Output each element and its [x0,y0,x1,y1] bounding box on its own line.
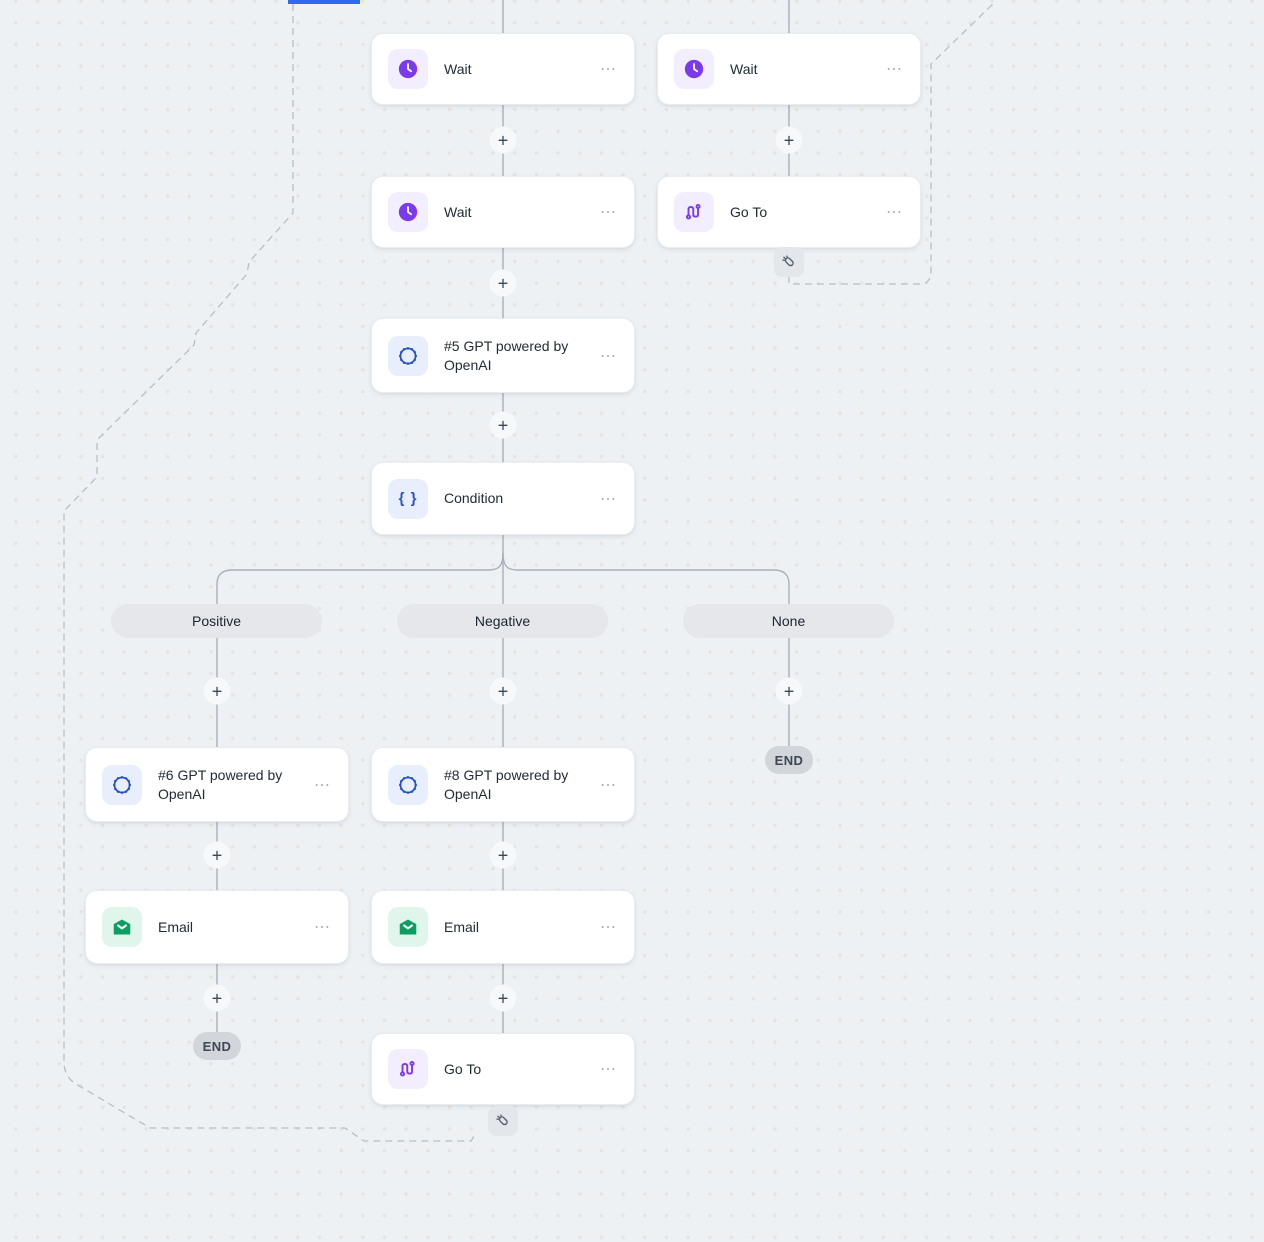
route-icon [674,192,714,232]
add-step-button[interactable]: + [489,984,517,1012]
node-gpt-6[interactable]: #6 GPT powered by OpenAI ⋯ [85,747,349,822]
clock-icon [674,49,714,89]
openai-icon [388,335,428,376]
more-menu-button[interactable]: ⋯ [600,776,618,794]
broken-link-icon[interactable] [774,247,804,277]
add-step-button[interactable]: + [489,841,517,869]
more-menu-button[interactable]: ⋯ [600,919,618,936]
braces-glyph: { } [398,490,418,507]
node-title: Wait [730,60,758,77]
more-menu-button[interactable]: ⋯ [600,1061,618,1078]
node-title: #5 GPT powered by OpenAI [444,338,569,373]
add-step-button[interactable]: + [203,677,231,705]
more-menu-button[interactable]: ⋯ [886,204,904,221]
node-email-1[interactable]: Email ⋯ [85,890,349,964]
broken-link-icon[interactable] [488,1106,518,1136]
node-title: Email [444,918,480,935]
node-title: Go To [444,1060,482,1077]
end-badge: END [193,1032,241,1060]
more-menu-button[interactable]: ⋯ [600,347,618,365]
node-title: #6 GPT powered by OpenAI [158,767,283,802]
braces-icon: { } [388,478,428,519]
add-step-button[interactable]: + [203,984,231,1012]
node-title: Email [158,918,194,935]
openai-icon [102,764,142,805]
node-title: Wait [444,60,472,77]
add-step-button[interactable]: + [203,841,231,869]
more-menu-button[interactable]: ⋯ [600,490,618,508]
route-icon [388,1049,428,1089]
more-menu-button[interactable]: ⋯ [314,919,332,936]
mail-icon [102,907,142,947]
node-title: Go To [730,203,768,220]
node-condition[interactable]: { } Condition ⋯ [371,462,635,535]
mail-icon [388,907,428,947]
selected-node-indicator [288,0,360,4]
node-title: Condition [444,490,504,507]
openai-icon [388,764,428,805]
node-goto-1[interactable]: Go To ⋯ [657,176,921,248]
node-email-2[interactable]: Email ⋯ [371,890,635,964]
clock-icon [388,49,428,89]
add-step-button[interactable]: + [775,126,803,154]
node-title: #8 GPT powered by OpenAI [444,767,569,802]
add-step-button[interactable]: + [489,411,517,439]
add-step-button[interactable]: + [775,677,803,705]
branch-label-negative[interactable]: Negative [397,604,608,638]
add-step-button[interactable]: + [489,126,517,154]
add-step-button[interactable]: + [489,677,517,705]
node-wait-1[interactable]: Wait ⋯ [371,33,635,105]
branch-label-positive[interactable]: Positive [111,604,322,638]
more-menu-button[interactable]: ⋯ [886,61,904,78]
branch-label-none[interactable]: None [683,604,894,638]
clock-icon [388,192,428,232]
end-badge: END [765,746,813,774]
node-wait-2[interactable]: Wait ⋯ [657,33,921,105]
more-menu-button[interactable]: ⋯ [314,776,332,794]
node-goto-2[interactable]: Go To ⋯ [371,1033,635,1105]
node-title: Wait [444,203,472,220]
node-gpt-8[interactable]: #8 GPT powered by OpenAI ⋯ [371,747,635,822]
more-menu-button[interactable]: ⋯ [600,204,618,221]
node-gpt-5[interactable]: #5 GPT powered by OpenAI ⋯ [371,318,635,393]
more-menu-button[interactable]: ⋯ [600,61,618,78]
add-step-button[interactable]: + [489,269,517,297]
node-wait-3[interactable]: Wait ⋯ [371,176,635,248]
